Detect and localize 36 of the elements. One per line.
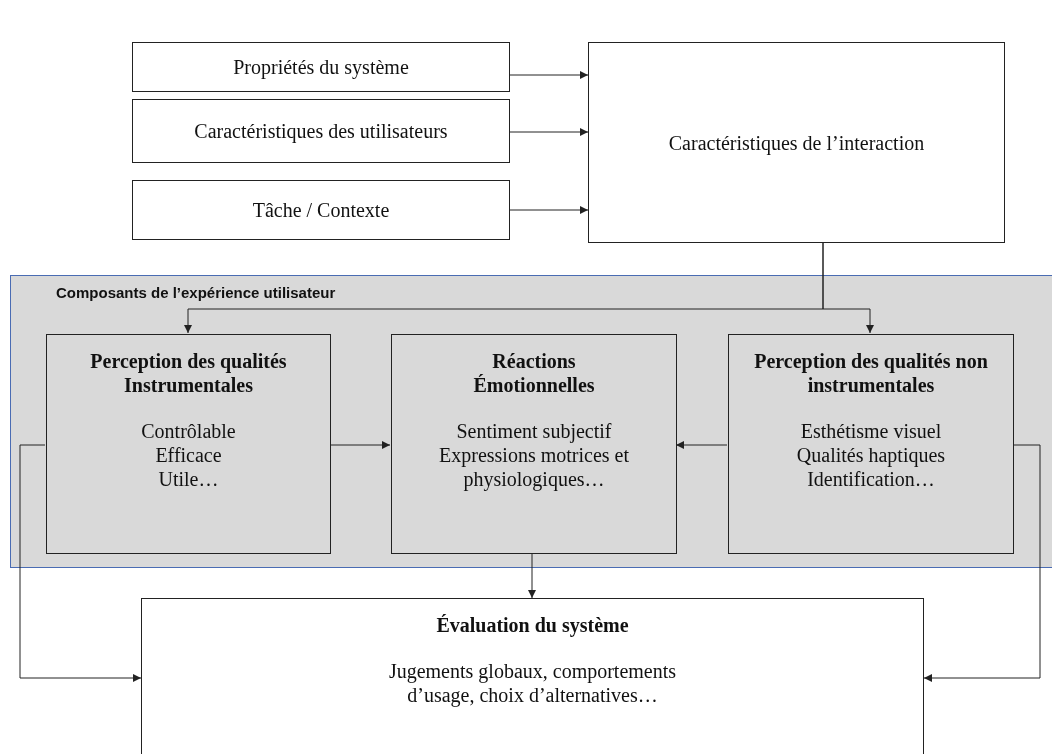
arrow xyxy=(822,242,874,334)
box-text: Efficace xyxy=(155,443,222,467)
box-heading: Évaluation du système xyxy=(436,613,629,637)
input-box xyxy=(132,42,510,92)
evaluation-box xyxy=(141,598,924,754)
box-text: Qualités haptiques xyxy=(796,443,946,467)
arrow xyxy=(675,441,728,449)
box-heading: Perception des qualités Instrumentales xyxy=(89,349,288,397)
box-text: Esthétisme visuel xyxy=(800,419,942,443)
component-band xyxy=(10,275,1052,568)
input-box xyxy=(132,180,510,240)
box-label: Caractéristiques des utilisateurs xyxy=(194,119,448,143)
component-box xyxy=(728,334,1014,554)
box-text: Identification… xyxy=(807,467,935,491)
arrow xyxy=(923,444,1041,682)
box-label: Tâche / Contexte xyxy=(252,198,390,222)
box-text: Jugements globaux, comportements d’usage, choix d’alternatives… xyxy=(387,659,678,707)
box-text: Contrôlable xyxy=(141,419,236,443)
box-text: Utile… xyxy=(158,467,219,491)
component-box xyxy=(391,334,677,554)
box-label: Propriétés du système xyxy=(233,55,409,79)
process-box xyxy=(588,42,1005,243)
box-label: Caractéristiques de l’interaction xyxy=(668,130,925,155)
component-box xyxy=(46,334,331,554)
box-heading: Réactions Émotionnelles xyxy=(472,349,596,397)
arrow xyxy=(329,441,391,449)
box-heading: Perception des qualités non instrumentales xyxy=(753,349,989,397)
arrow xyxy=(19,444,142,682)
arrow xyxy=(528,552,536,599)
group-title: Composants de l’expérience utilisateur xyxy=(56,284,336,301)
arrow xyxy=(509,206,589,214)
input-box xyxy=(132,99,510,163)
arrow xyxy=(509,128,589,136)
arrow xyxy=(509,71,589,79)
box-text: Expressions motrices et physiologiques… xyxy=(438,443,630,491)
box-text: Sentiment subjectif xyxy=(456,419,612,443)
